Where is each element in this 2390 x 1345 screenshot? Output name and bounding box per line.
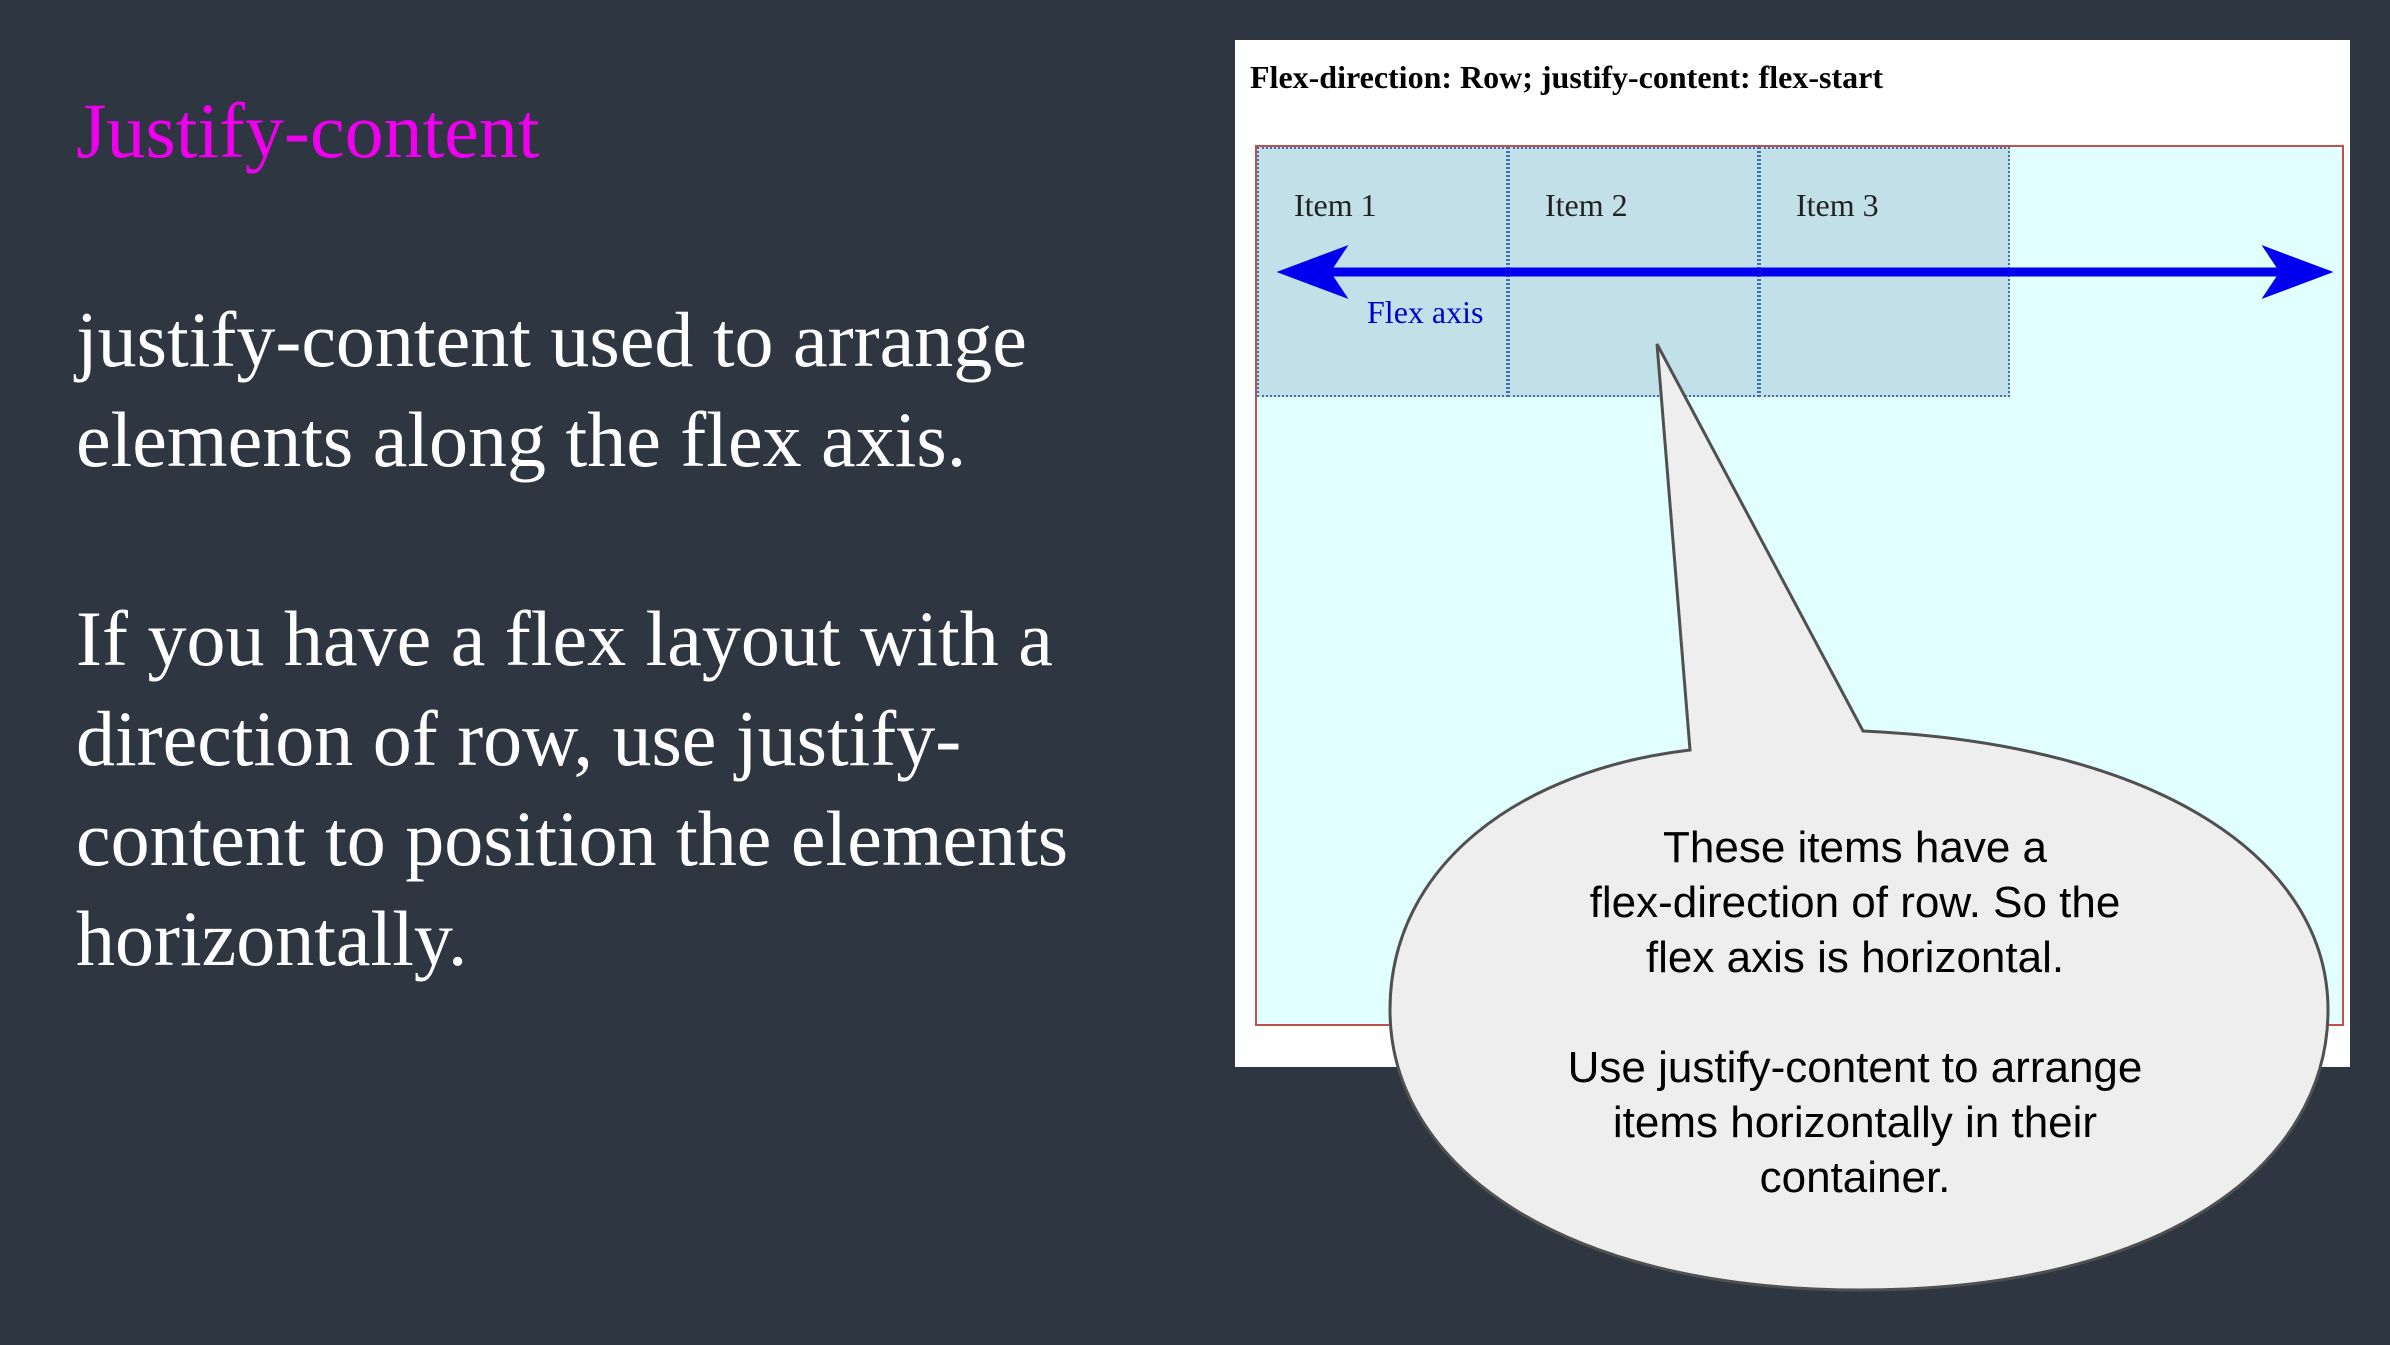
slide-title: Justify-content <box>76 87 540 174</box>
demo-heading: Flex-direction: Row; justify-content: fl… <box>1250 59 1883 95</box>
slide-paragraph-1: justify-content used to arrange elements… <box>76 296 1027 483</box>
flex-item-label: Item 3 <box>1796 187 1879 223</box>
callout-line: Use justify-content to arrange <box>1567 1043 2143 1092</box>
callout-spacer <box>1505 985 2205 1040</box>
callout-text: These items have a flex-direction of row… <box>1505 820 2205 1205</box>
slide-paragraph-2: If you have a flex layout with a directi… <box>76 595 1069 982</box>
callout-line: container. <box>1759 1153 1951 1202</box>
flex-item-label: Item 2 <box>1545 187 1628 223</box>
callout-line: items horizontally in their <box>1612 1098 2098 1147</box>
flex-item-label: Item 1 <box>1294 187 1377 223</box>
callout-line: flex axis is horizontal. <box>1645 933 2065 982</box>
speech-bubble <box>1388 343 2330 1292</box>
callout-line: These items have a <box>1663 823 2047 872</box>
flex-axis-label: Flex axis <box>1367 294 1484 330</box>
callout-line: flex-direction of row. So the <box>1589 878 2121 927</box>
